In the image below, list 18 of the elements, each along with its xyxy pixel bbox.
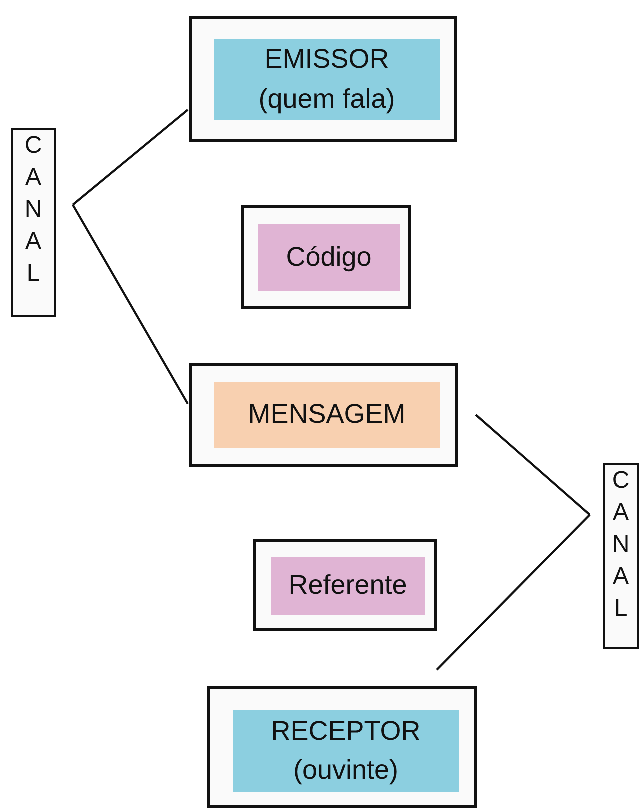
frame-box (253, 539, 437, 631)
concept-label: MENSAGEM (214, 382, 440, 448)
vertical-label: CANAL (24, 131, 44, 289)
connector-line (436, 514, 591, 671)
vertical-label: CANAL (611, 466, 631, 624)
frame-box (189, 16, 457, 142)
concept-label: Referente (271, 557, 425, 615)
frame-box (207, 686, 477, 808)
frame-box (241, 205, 411, 309)
channel-box (11, 128, 56, 317)
connector-line (72, 109, 189, 206)
concept-label: EMISSOR (quem fala) (214, 39, 440, 120)
channel-box (603, 463, 639, 649)
connector-line (475, 414, 591, 516)
connector-line (72, 204, 189, 405)
frame-box (189, 363, 458, 467)
concept-label: Código (258, 224, 400, 291)
concept-label: RECEPTOR (ouvinte) (233, 710, 459, 792)
